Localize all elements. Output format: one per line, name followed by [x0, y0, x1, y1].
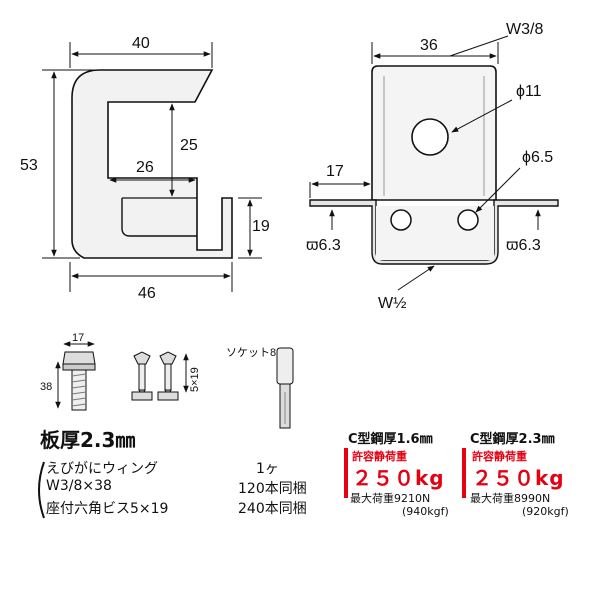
label-phi-11: ϕ11: [516, 83, 542, 100]
bolt-drawing: 17 38: [40, 332, 96, 411]
qty-line-3: 240本同梱: [238, 501, 307, 517]
dim-text-19: 19: [252, 218, 270, 235]
qty-line-2: 120本同梱: [238, 481, 307, 497]
screw-size-text: 5×19: [189, 367, 201, 392]
dim-text-26: 26: [136, 159, 154, 176]
load-2-allow-value: ２５０kg: [472, 466, 565, 490]
dim-text-46: 46: [138, 285, 156, 302]
dim-text-40: 40: [132, 35, 150, 52]
load-2-max-kgf: (920kgf): [522, 505, 569, 518]
clamp-profile: [71, 69, 233, 259]
bolt-length-text: 38: [40, 381, 52, 393]
hole-large: [411, 118, 449, 156]
dim-text-36: 36: [420, 37, 438, 54]
front-view: 36 W3/8 17 ϕ11 ϕ6.5 ϖ6.3 ϖ6.3 W½: [306, 21, 559, 312]
label-w12: W½: [378, 295, 406, 312]
load-2-red-bar: [462, 448, 466, 498]
label-phi-6-3-left: ϖ6.3: [306, 237, 341, 254]
load-1-max-kgf: (940kgf): [402, 505, 449, 518]
hole-small-right: [457, 209, 479, 231]
socket-drawing: ソケット8M: [226, 346, 294, 429]
contents-line-1: えびがにウィング: [46, 461, 158, 477]
hole-small-left: [390, 209, 412, 231]
plate-thickness: 板厚2.3㎜: [40, 428, 136, 452]
load-1-red-bar: [344, 448, 348, 498]
load-1-title: C型鋼厚1.6㎜: [348, 432, 433, 447]
dim-text-17: 17: [326, 163, 344, 180]
socket-label: ソケット8M: [226, 346, 285, 359]
screws-drawing: 5×19: [131, 351, 201, 401]
label-w38: W3/8: [506, 21, 543, 38]
load-1-allow-label: 許容静荷重: [352, 450, 407, 463]
contents-line-3: 座付六角ビス5×19: [46, 501, 169, 517]
contents-line-2: W3/8×38: [46, 478, 112, 494]
dim-text-25: 25: [180, 137, 198, 154]
side-view: 40 53 25 26 19 46: [20, 35, 270, 302]
label-phi-6-5: ϕ6.5: [522, 149, 553, 166]
load-1-allow-value: ２５０kg: [352, 466, 445, 490]
load-2-max-label: 最大荷重8990N: [470, 492, 551, 505]
qty-line-1: 1ヶ: [256, 461, 279, 477]
load-2-title: C型鋼厚2.3㎜: [470, 432, 555, 447]
load-2-allow-label: 許容静荷重: [472, 450, 527, 463]
load-1-max-label: 最大荷重9210N: [350, 492, 431, 505]
label-phi-6-3-right: ϖ6.3: [506, 237, 541, 254]
bolt-width-text: 17: [72, 332, 84, 344]
dim-text-53: 53: [20, 157, 38, 174]
